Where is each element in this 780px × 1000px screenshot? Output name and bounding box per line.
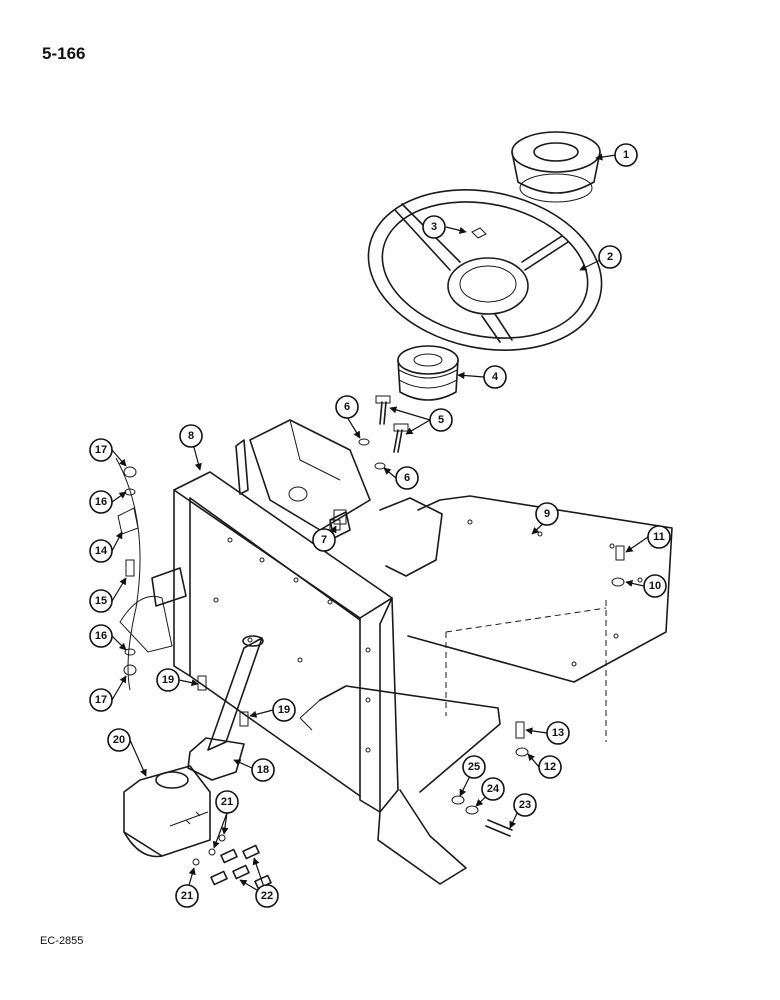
callout-18: 18	[251, 758, 275, 782]
callout-20: 20	[107, 728, 131, 752]
svg-text:24: 24	[487, 783, 500, 795]
svg-text:1: 1	[623, 149, 629, 161]
callout-7: 7	[312, 528, 336, 552]
callout-9: 9	[535, 502, 559, 526]
svg-text:23: 23	[519, 799, 531, 811]
svg-text:5: 5	[438, 414, 444, 426]
svg-text:16: 16	[95, 630, 107, 642]
callout-16b: 16	[89, 624, 113, 648]
svg-text:17: 17	[95, 444, 107, 456]
floor-plate-drawing	[407, 495, 673, 683]
callout-6a: 6	[335, 395, 359, 419]
svg-text:4: 4	[492, 371, 499, 383]
svg-text:20: 20	[113, 734, 125, 746]
svg-text:11: 11	[653, 531, 665, 543]
callout-23: 23	[513, 793, 537, 817]
svg-text:25: 25	[468, 761, 480, 773]
svg-text:6: 6	[344, 401, 350, 413]
svg-text:18: 18	[257, 764, 269, 776]
svg-text:14: 14	[95, 545, 108, 557]
svg-text:7: 7	[321, 534, 327, 546]
hydraulic-fittings-drawing	[192, 834, 272, 890]
callout-6b: 6	[395, 466, 419, 490]
figure-code: EC-2855	[40, 935, 84, 947]
callout-19a: 19	[156, 668, 180, 692]
callout-10: 10	[643, 574, 667, 598]
callout-25: 25	[462, 755, 486, 779]
leader-lines	[111, 153, 649, 897]
callout-15: 15	[89, 589, 113, 613]
svg-text:8: 8	[188, 430, 194, 442]
callout-21b: 21	[175, 884, 199, 908]
svg-text:2: 2	[607, 251, 613, 263]
steering-pump-drawing	[123, 765, 211, 858]
svg-text:17: 17	[95, 694, 107, 706]
callout-4: 4	[483, 365, 507, 389]
callout-14: 14	[89, 539, 113, 563]
svg-text:10: 10	[649, 580, 661, 592]
svg-text:3: 3	[431, 221, 437, 233]
callout-16a: 16	[89, 490, 113, 514]
callout-5: 5	[429, 408, 453, 432]
svg-text:12: 12	[544, 761, 556, 773]
callout-19b: 19	[272, 698, 296, 722]
page-number: 5-166	[42, 44, 86, 63]
callout-3: 3	[422, 215, 446, 239]
svg-text:15: 15	[95, 595, 107, 607]
callout-21a: 21	[215, 790, 239, 814]
svg-text:16: 16	[95, 496, 107, 508]
svg-text:22: 22	[261, 890, 273, 902]
svg-text:19: 19	[278, 704, 290, 716]
callout-12: 12	[538, 755, 562, 779]
svg-text:21: 21	[181, 890, 193, 902]
horn-cap-drawing	[511, 131, 601, 203]
callout-17a: 17	[89, 438, 113, 462]
svg-text:6: 6	[404, 472, 410, 484]
steering-column-drawing	[187, 635, 264, 781]
callout-8: 8	[179, 424, 203, 448]
callout-11: 11	[647, 525, 671, 549]
callout-17b: 17	[89, 688, 113, 712]
callout-1: 1	[614, 143, 638, 167]
hub-drawing	[397, 345, 459, 401]
steering-wheel-drawing	[367, 189, 603, 351]
callout-2: 2	[598, 245, 622, 269]
callout-13: 13	[546, 721, 570, 745]
svg-text:9: 9	[544, 508, 550, 520]
main-frame-drawing	[115, 419, 607, 885]
svg-text:21: 21	[221, 796, 233, 808]
callout-22: 22	[255, 884, 279, 908]
callout-24: 24	[481, 777, 505, 801]
svg-text:13: 13	[552, 727, 564, 739]
svg-text:19: 19	[162, 674, 174, 686]
